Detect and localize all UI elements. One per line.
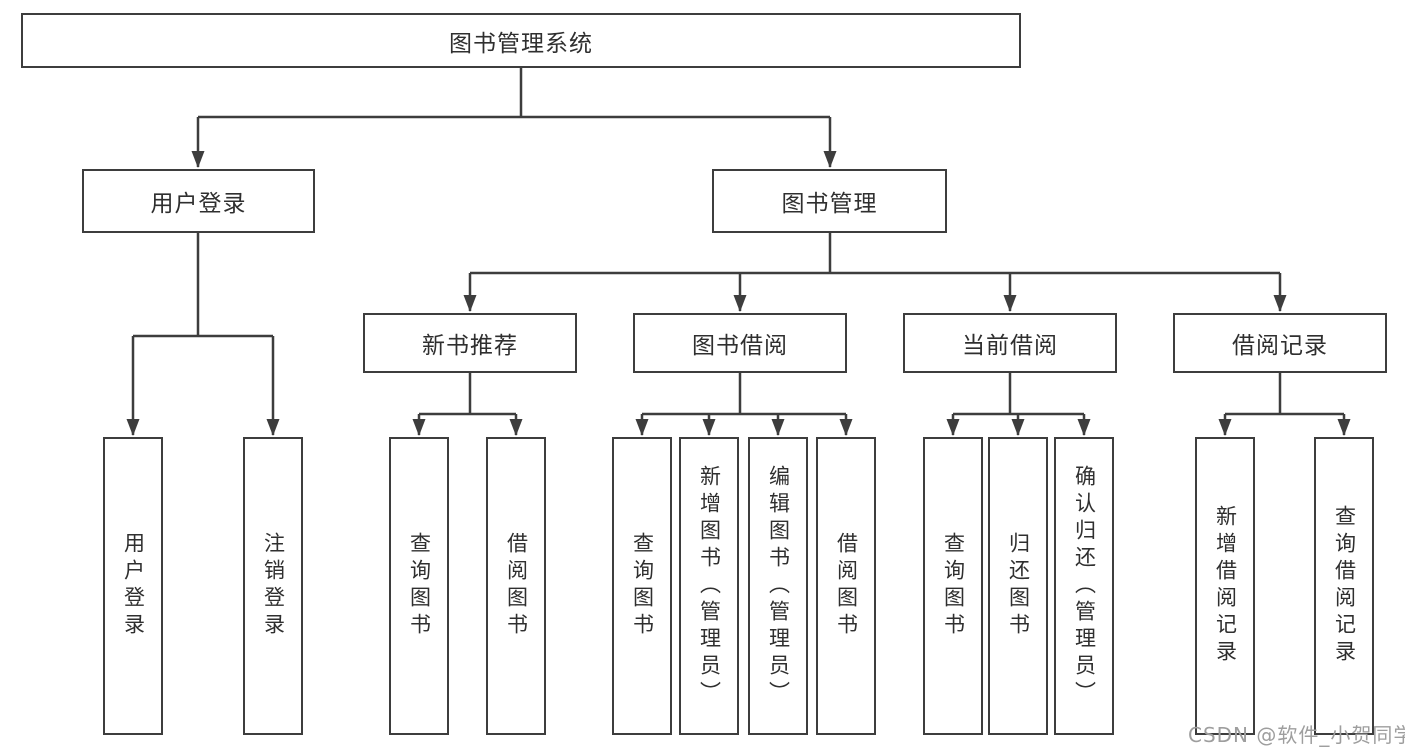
- node-borrow-records: 借阅记录: [1173, 313, 1387, 373]
- connector-group: [126, 68, 1351, 436]
- leaf-query-books-1: 查询图书: [389, 437, 449, 735]
- watermark-text: CSDN @软件_小贺同学: [1188, 723, 1405, 747]
- node-book-management: 图书管理: [712, 169, 947, 233]
- leaf-return-book: 归还图书: [988, 437, 1048, 735]
- leaf-add-borrow-record: 新增借阅记录: [1195, 437, 1255, 735]
- leaf-edit-book-admin: 编辑图书（管理员）: [748, 437, 808, 735]
- node-book-borrow: 图书借阅: [633, 313, 847, 373]
- node-current-borrow: 当前借阅: [903, 313, 1117, 373]
- node-new-book-recommend: 新书推荐: [363, 313, 577, 373]
- leaf-logout: 注销登录: [243, 437, 303, 735]
- leaf-query-books-2: 查询图书: [612, 437, 672, 735]
- leaf-borrow-books-1: 借阅图书: [486, 437, 546, 735]
- leaf-user-login: 用户登录: [103, 437, 163, 735]
- node-library-system: 图书管理系统: [21, 13, 1021, 68]
- tree-trunk-lines: [133, 68, 1344, 416]
- leaf-query-borrow-record: 查询借阅记录: [1314, 437, 1374, 735]
- leaf-add-book-admin: 新增图书（管理员）: [679, 437, 739, 735]
- leaf-borrow-books-2: 借阅图书: [816, 437, 876, 735]
- leaf-confirm-return-admin: 确认归还（管理员）: [1054, 437, 1114, 735]
- node-user-login-branch: 用户登录: [82, 169, 315, 233]
- leaf-query-books-3: 查询图书: [923, 437, 983, 735]
